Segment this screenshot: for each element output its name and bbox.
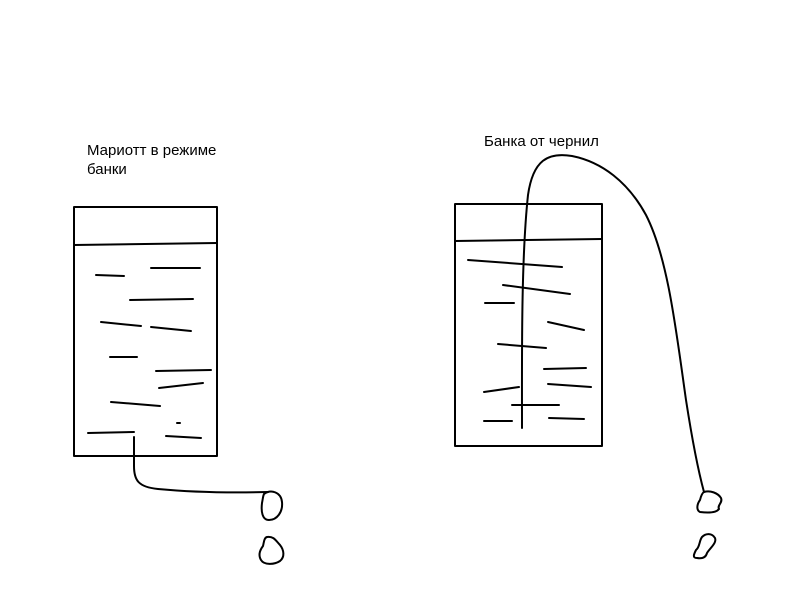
hatch-mark — [110, 401, 161, 407]
right-jar-siphon-tube — [520, 154, 705, 493]
hatch-mark — [548, 417, 585, 420]
hatch-mark — [100, 321, 142, 327]
left-jar — [73, 206, 285, 565]
hatch-mark — [150, 326, 192, 332]
right-jar-caption: Банка от чернил — [484, 133, 599, 150]
left-jar-liquid-surface — [73, 242, 218, 246]
hatch-mark — [547, 383, 592, 388]
right-drop-lower — [692, 533, 717, 560]
right-jar-liquid-hatching — [467, 259, 592, 422]
left-jar-outline — [73, 206, 218, 457]
left-jar-caption: Мариотт в режиме банки — [87, 141, 216, 179]
hatch-mark — [155, 369, 212, 372]
left-jar-outlet-tube — [133, 436, 269, 494]
right-drop-upper — [696, 490, 723, 514]
left-jar-caption-line-2: банки — [87, 161, 127, 178]
hatch-mark — [95, 274, 125, 277]
right-jar — [454, 154, 723, 560]
hatch-mark — [158, 382, 204, 389]
hatch-mark — [165, 435, 202, 439]
hatch-mark — [467, 259, 563, 268]
left-drop-lower — [258, 535, 285, 565]
hatch-mark — [87, 431, 135, 434]
hatch-mark — [547, 321, 585, 331]
right-jar-outline — [454, 203, 603, 447]
hatch-mark — [543, 367, 587, 370]
left-jar-caption-line-1: Мариотт в режиме — [87, 142, 217, 159]
hatch-mark — [483, 386, 520, 393]
right-jar-liquid-surface — [454, 238, 603, 242]
hatch-mark — [502, 284, 571, 295]
left-jar-liquid-hatching — [87, 267, 212, 439]
left-drop-upper — [260, 490, 284, 521]
hatch-mark — [129, 298, 194, 301]
